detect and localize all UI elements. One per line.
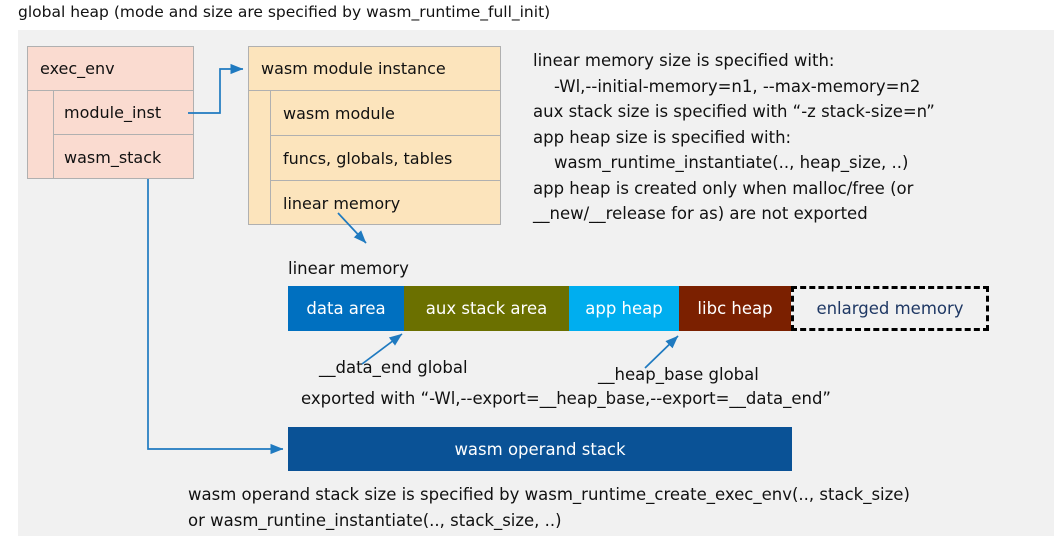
module-instance-field-linear-memory: linear memory <box>283 194 401 213</box>
memory-segment-data-area: data area <box>288 286 404 331</box>
wasm-operand-stack-bar: wasm operand stack <box>288 427 792 471</box>
module-instance-header: wasm module instance <box>249 47 500 91</box>
wasm-module-instance-box: wasm module instance wasm module funcs, … <box>248 46 501 225</box>
memory-config-notes: linear memory size is specified with: -W… <box>533 51 935 223</box>
exec-env-indent-rail <box>28 91 54 179</box>
exec-env-field-module-inst: module_inst <box>54 91 194 135</box>
memory-segment-aux-stack-area: aux stack area <box>404 286 569 331</box>
memory-segment-libc-heap: libc heap <box>679 286 791 331</box>
exec-env-header: exec_env <box>28 47 193 91</box>
annotation-exported-with: exported with “-Wl,--export=__heap_base,… <box>301 389 831 408</box>
module-instance-field-wasm-module: wasm module <box>271 91 500 136</box>
exec-env-field-wasm-stack: wasm_stack <box>64 147 162 167</box>
exec-env-box: exec_env module_inst wasm_stack <box>27 46 194 179</box>
module-instance-field-funcs-globals-tables: funcs, globals, tables <box>271 136 500 181</box>
annotation-heap-base: __heap_base global <box>598 365 759 384</box>
memory-segment-app-heap: app heap <box>569 286 679 331</box>
page-title: global heap (mode and size are specified… <box>18 3 551 21</box>
linear-memory-bar-label: linear memory <box>288 259 409 278</box>
annotation-data-end: __data_end global <box>319 358 468 377</box>
memory-segment-enlarged-memory: enlarged memory <box>791 286 989 331</box>
module-instance-indent-rail <box>249 91 271 224</box>
operand-stack-note: wasm operand stack size is specified by … <box>188 485 910 530</box>
